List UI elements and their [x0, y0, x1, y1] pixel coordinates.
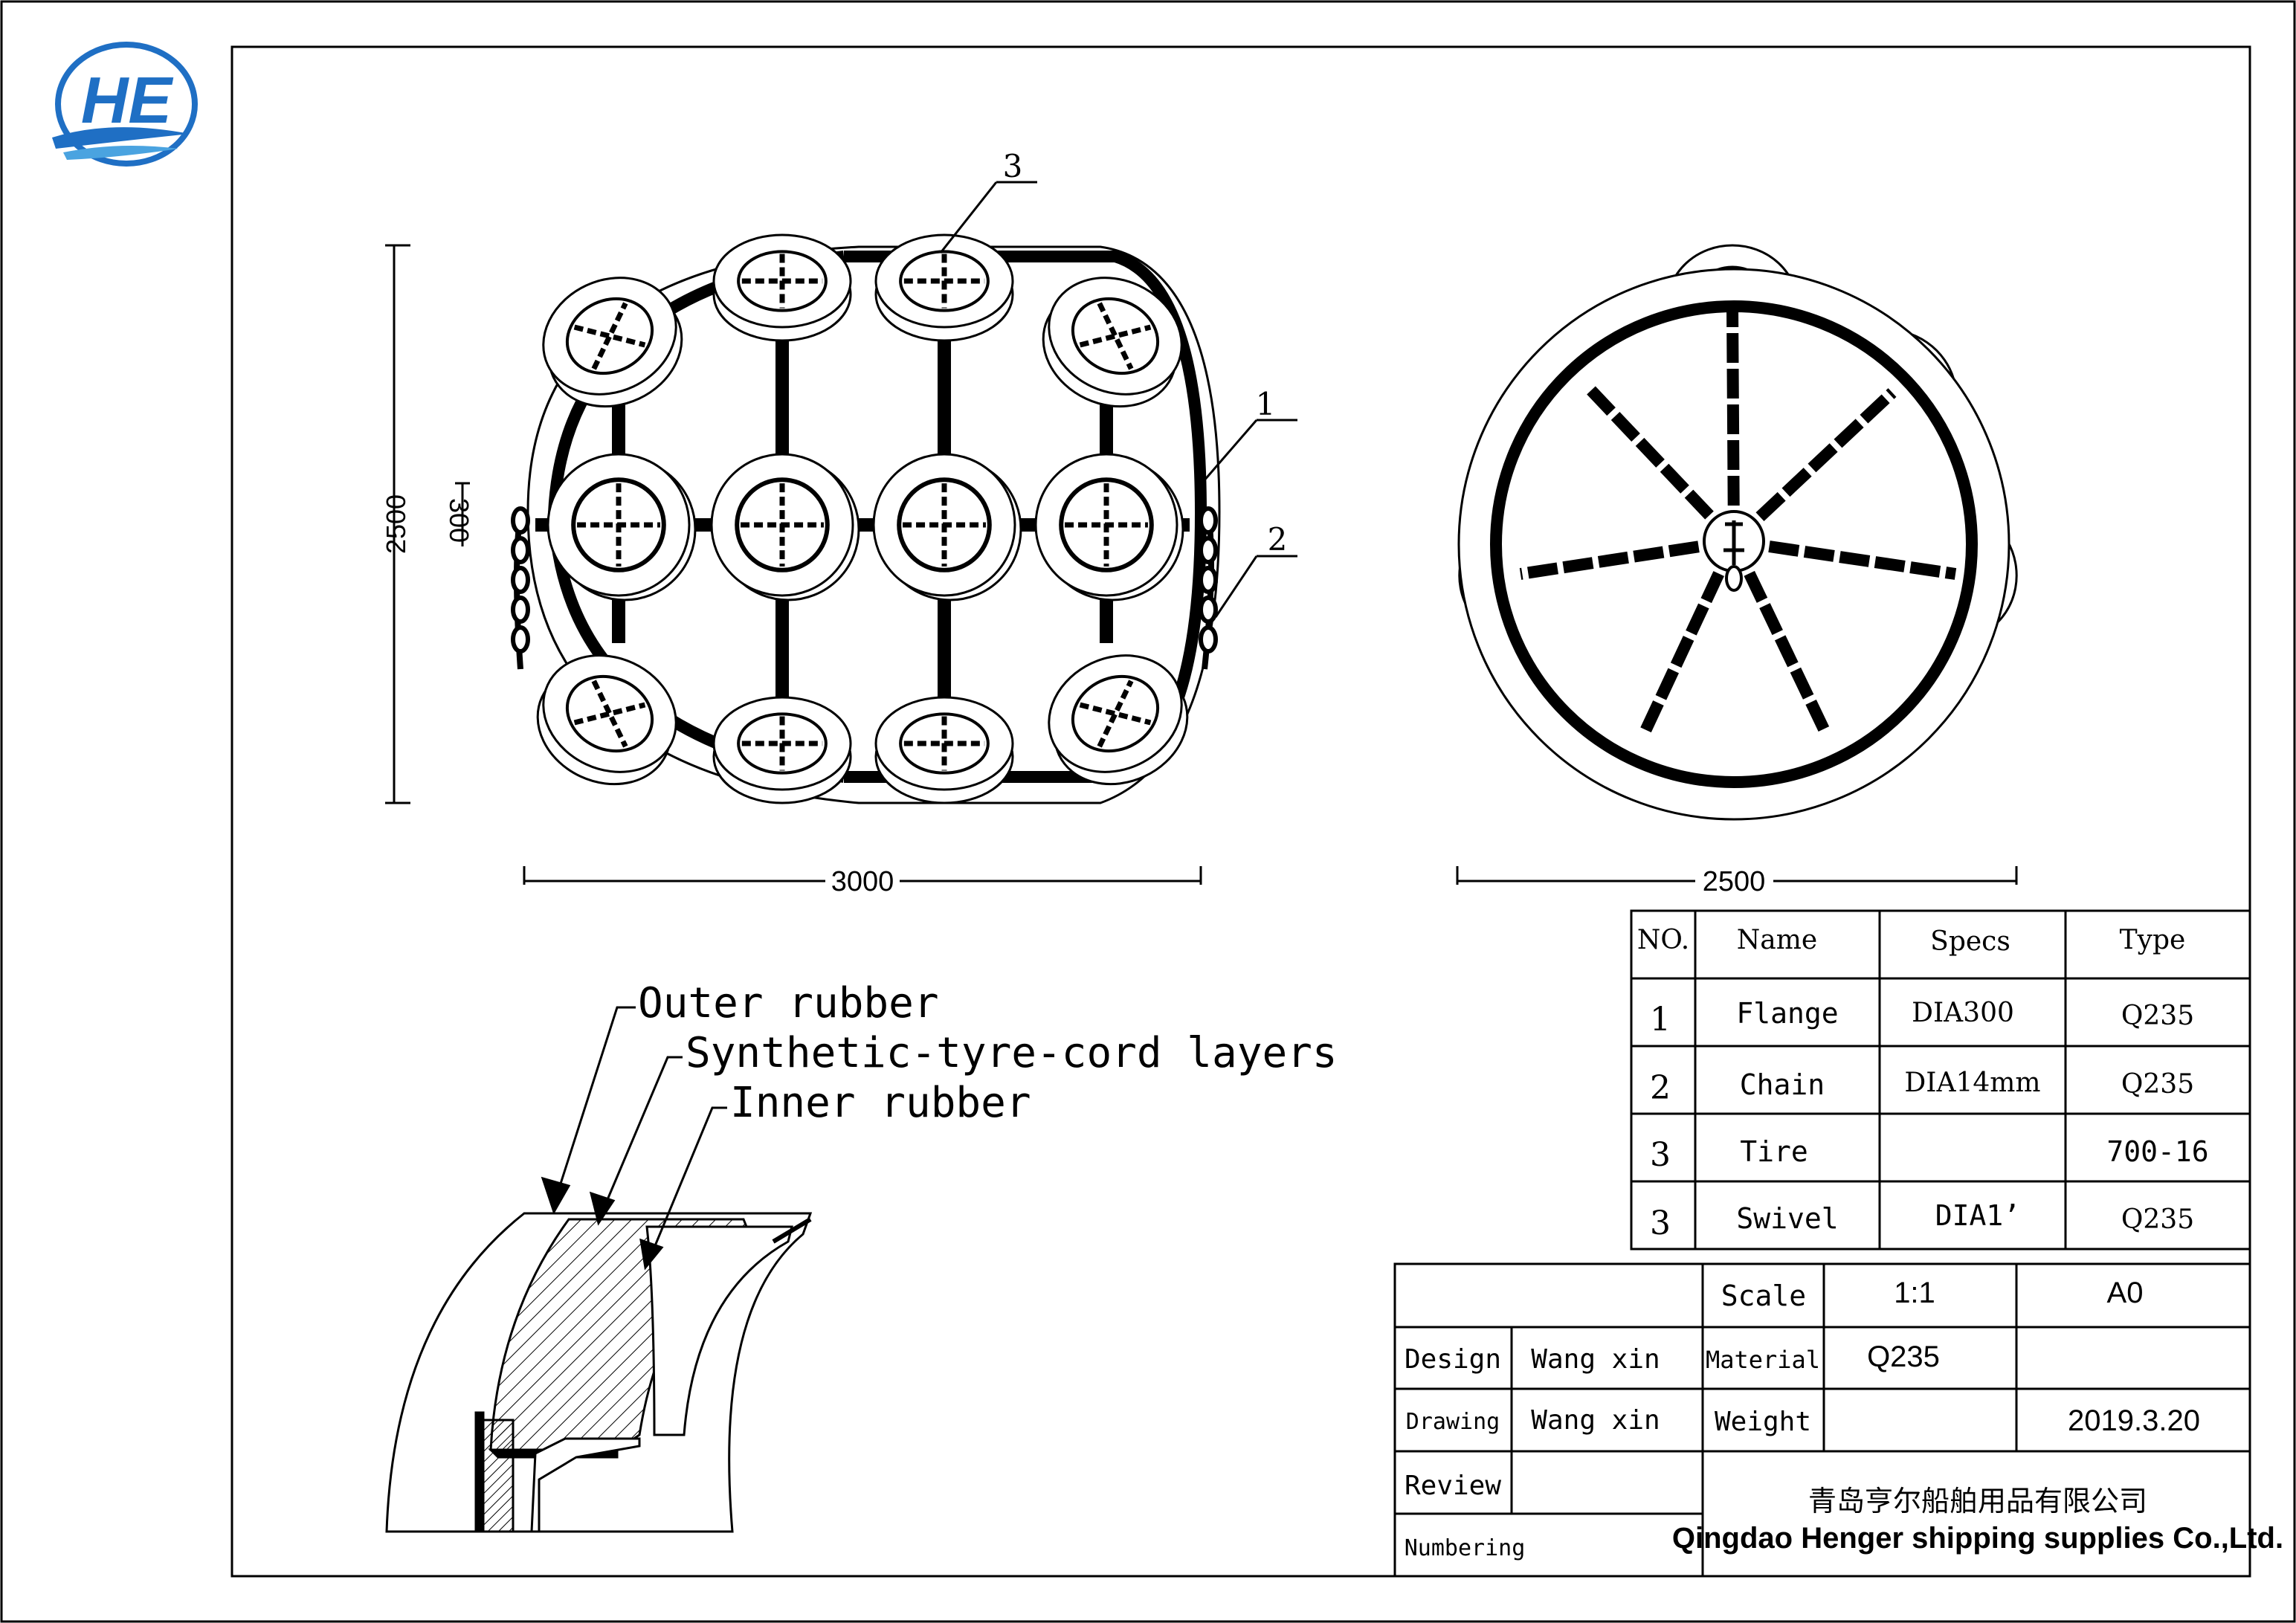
logo-text: HE: [81, 63, 174, 137]
row-type: Q235: [2121, 1069, 2194, 1100]
tyre: [712, 233, 852, 342]
row-type: Q235: [2121, 1204, 2194, 1235]
date-value: 2019.3.20: [2068, 1404, 2200, 1437]
label-tyre-cord-layers: Synthetic-tyre-cord layers: [686, 1029, 1338, 1077]
row-no: 3: [1650, 1136, 1671, 1174]
front-height-dimension: [385, 244, 410, 804]
drawing-frame: [230, 45, 2251, 1578]
header-no: NO.: [1637, 925, 1689, 955]
tyre: [874, 233, 1014, 342]
label-outer-rubber: Outer rubber: [638, 979, 939, 1027]
side-diameter-label: 2500: [1703, 866, 1766, 897]
tyre: [546, 453, 697, 601]
side-diameter-dimension: [1456, 866, 2018, 885]
row-type: Q235: [2121, 1001, 2194, 1031]
row-name: Swivel: [1736, 1202, 1838, 1235]
company-logo: HE: [52, 42, 198, 167]
tyre: [712, 696, 852, 804]
chain-length-dimension: 300: [444, 482, 474, 546]
title-block-text: Scale 1:1 A0 Design Wang xin Material Q2…: [1405, 1277, 2283, 1561]
front-height-label: 2500: [381, 494, 411, 554]
title-block: [1393, 1262, 2251, 1578]
drawing-label: Drawing: [1406, 1409, 1500, 1435]
tyre: [542, 277, 683, 408]
side-view: [1457, 268, 2010, 821]
section-detail: [385, 1006, 813, 1533]
review-label: Review: [1405, 1471, 1501, 1501]
row-no: 1: [1650, 1001, 1671, 1039]
row-name: Tire: [1740, 1135, 1808, 1168]
tyre: [872, 453, 1022, 601]
label-inner-rubber: Inner rubber: [730, 1079, 1031, 1127]
row-no: 2: [1650, 1069, 1671, 1107]
scale-label: Scale: [1721, 1280, 1806, 1312]
company-name-cn: 青岛亨尔船舶用品有限公司: [1808, 1485, 2147, 1517]
front-width-dimension: [523, 866, 1202, 885]
callout-1: [1197, 419, 1297, 488]
header-type: Type: [2120, 925, 2186, 955]
paper-size: A0: [2107, 1277, 2144, 1309]
table-row: 1 Flange DIA300 Q235: [1650, 997, 2194, 1039]
design-label: Design: [1405, 1344, 1501, 1375]
parts-table: [1630, 909, 2251, 1251]
chain-length-label: 300: [444, 498, 474, 543]
header-specs: Specs: [1930, 926, 2010, 957]
table-row: 2 Chain DIA14mm Q235: [1650, 1068, 2194, 1107]
row-specs: DIA14mm: [1904, 1068, 2040, 1098]
parts-table-header: NO. Name Specs Type: [1637, 925, 2186, 957]
row-name: Chain: [1740, 1068, 1825, 1101]
callout-1-label: 1: [1256, 386, 1276, 422]
material-value: Q235: [1867, 1340, 1940, 1373]
material-label: Material: [1706, 1346, 1820, 1374]
front-view-tyres: [536, 233, 1189, 804]
row-specs: DIA300: [1912, 998, 2014, 1028]
callout-3-label: 3: [1003, 148, 1023, 184]
row-specs: DIA1’: [1935, 1199, 2020, 1232]
design-value: Wang xin: [1531, 1344, 1660, 1375]
row-no: 3: [1650, 1204, 1671, 1242]
tyre: [874, 696, 1014, 804]
numbering-label: Numbering: [1405, 1535, 1526, 1561]
weight-label: Weight: [1715, 1407, 1811, 1437]
callout-3: [939, 181, 1037, 254]
tyre: [1042, 277, 1183, 408]
tyre: [536, 654, 677, 786]
table-row: 3 Swivel DIA1’ Q235: [1650, 1199, 2194, 1242]
row-type: 700-16: [2106, 1135, 2208, 1168]
company-name-en: Qingdao Henger shipping supplies Co.,Ltd…: [1672, 1522, 2283, 1555]
drawing-value: Wang xin: [1531, 1405, 1660, 1436]
callout-2: [1214, 555, 1297, 618]
front-width-label: 3000: [831, 866, 894, 897]
tyre: [710, 453, 860, 601]
header-name: Name: [1737, 925, 1817, 955]
callout-2-label: 2: [1268, 521, 1288, 558]
row-name: Flange: [1736, 997, 1838, 1030]
scale-value: 1:1: [1894, 1277, 1935, 1309]
parts-table-rows: 1 Flange DIA300 Q235 2 Chain DIA14mm Q23…: [1650, 997, 2209, 1242]
table-row: 3 Tire 700-16: [1650, 1135, 2209, 1174]
tyre: [1034, 453, 1184, 601]
tyre: [1048, 654, 1189, 786]
